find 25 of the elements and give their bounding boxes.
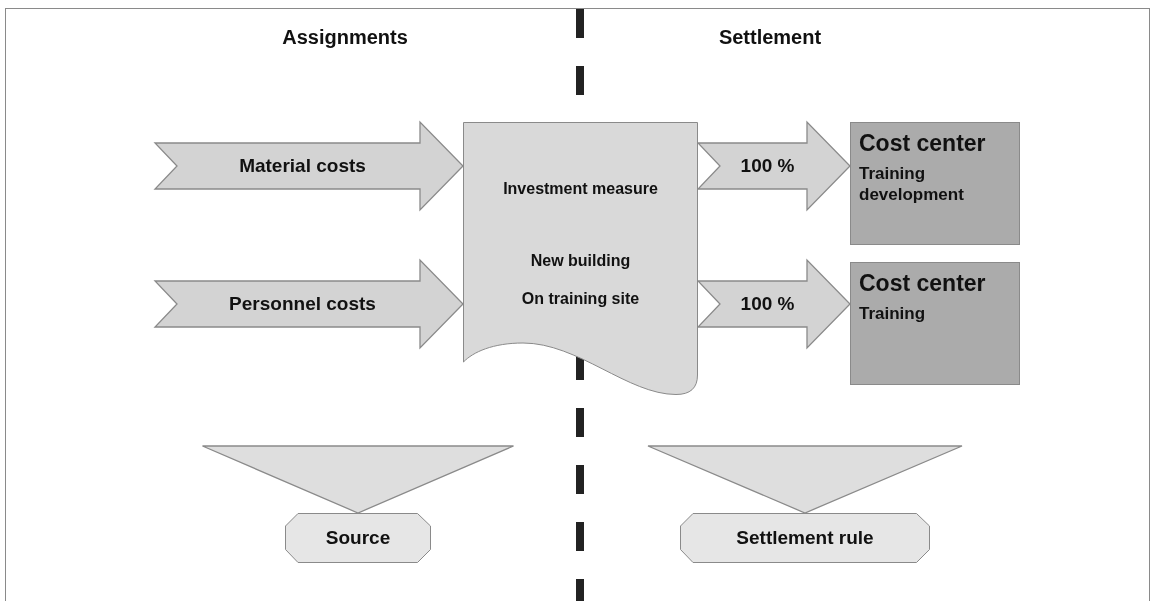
- funnel-arrow: [201, 445, 515, 514]
- node-text: Training: [859, 303, 927, 324]
- cost-center-box: [850, 262, 1020, 385]
- edge-label: Material costs: [238, 154, 367, 178]
- node-text: Investment measure: [503, 179, 658, 199]
- block-arrow: [153, 120, 464, 212]
- node-text: On training site: [520, 289, 641, 309]
- box-title: Cost center: [859, 269, 987, 297]
- column-heading: Assignments: [281, 26, 409, 49]
- box-title: Cost center: [859, 129, 987, 157]
- node-text: New building: [529, 251, 632, 271]
- document-shape: [463, 122, 698, 395]
- node-text: Settlement rule: [735, 527, 875, 549]
- edge-label: Personnel costs: [228, 292, 377, 316]
- node-text: Source: [324, 527, 392, 549]
- block-arrow: [696, 258, 851, 350]
- block-arrow: [153, 258, 464, 350]
- edge-label: 100 %: [739, 154, 796, 178]
- octagon-box: [285, 513, 431, 563]
- funnel-arrow: [647, 445, 963, 514]
- block-arrow: [696, 120, 851, 212]
- edge-label: 100 %: [739, 292, 796, 316]
- column-heading: Settlement: [717, 26, 823, 49]
- cost-center-box: [850, 122, 1020, 245]
- node-text: Training development: [859, 163, 965, 205]
